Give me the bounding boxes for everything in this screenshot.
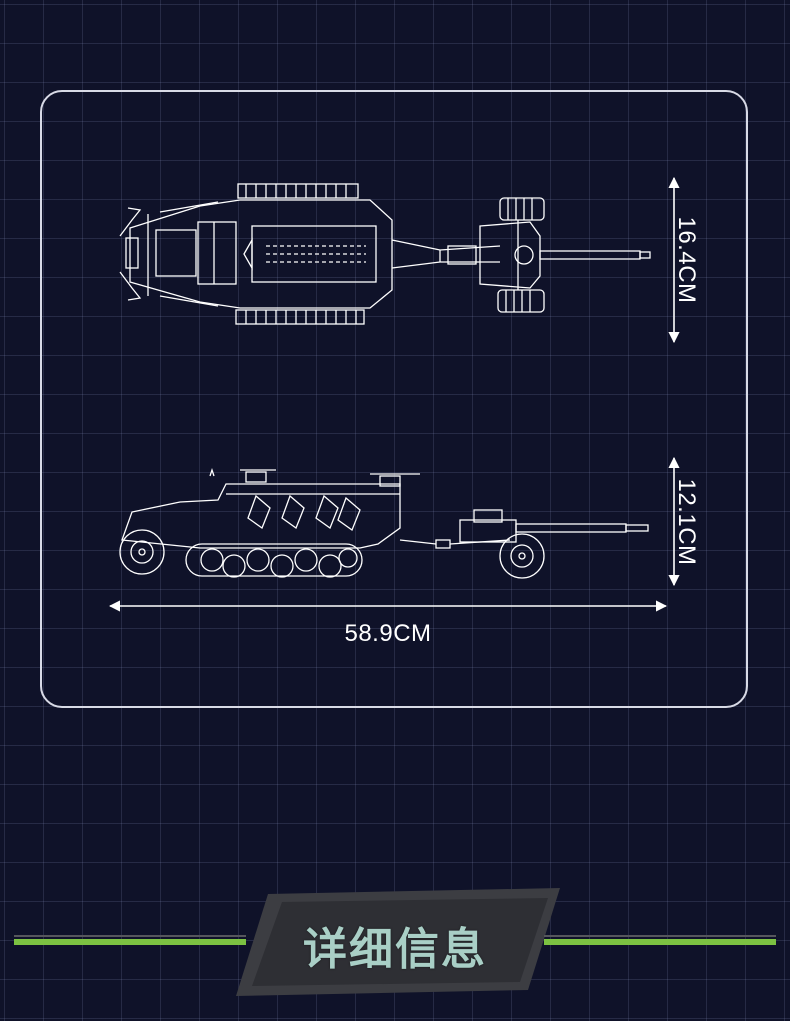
banner-plate-inner: [252, 898, 548, 986]
side-view-drawing: [119, 467, 649, 579]
side-view-towed-gun: [449, 509, 649, 579]
length-dimension-label: 58.9CM: [344, 620, 432, 647]
top-view-gun-carriage: [479, 197, 651, 313]
section-title: 详细信息: [303, 924, 487, 975]
banner-right-grey-line: [544, 935, 776, 937]
top-view-upper-track: [237, 183, 359, 199]
banner-left-accent-bar: [14, 939, 246, 945]
top-view-drawing: [119, 183, 651, 325]
side-view-hull: [121, 467, 451, 549]
banner-left-grey-line: [14, 935, 246, 937]
height-dimension-label: 12.1CM: [673, 478, 700, 566]
diagram-frame: [40, 90, 748, 708]
dimension-lines: [108, 176, 680, 612]
top-view-hull: [119, 199, 393, 309]
depth-dimension-label: 16.4CM: [673, 216, 700, 304]
top-view-tow-bar: [391, 239, 501, 269]
banner-right-accent-bar: [544, 939, 776, 945]
side-view-front-wheel: [119, 529, 165, 575]
top-view-lower-track: [235, 309, 365, 325]
section-banner: [14, 888, 776, 996]
side-view-track-assembly: [185, 543, 363, 578]
